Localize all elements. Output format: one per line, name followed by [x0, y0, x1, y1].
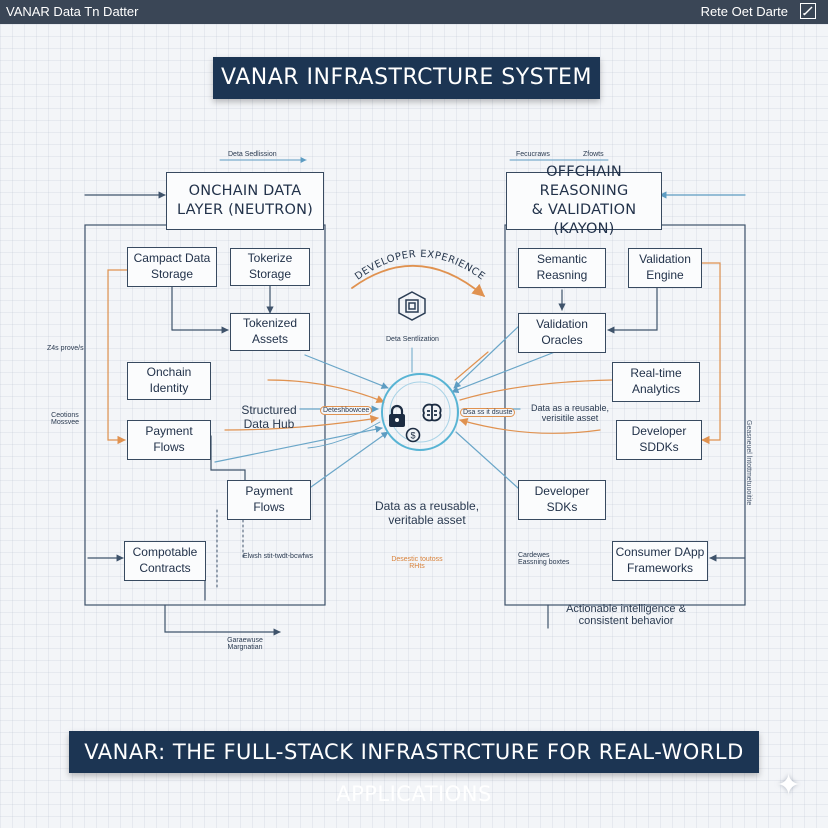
features-label: Fecucraws	[516, 151, 550, 158]
data-submission-label: Deta Sedlission	[228, 151, 277, 158]
actionable-intelligence-label: Actionable intelligence & consistent beh…	[566, 603, 686, 627]
elwsh-label: Elwsh stit-twdt-bcwfws	[243, 553, 314, 560]
validation-engine-box: Validation Engine	[628, 248, 702, 288]
composable-contracts-box: Compotable Contracts	[124, 541, 206, 581]
developer-experience-label: DEVELOPER EXPERIENCE	[353, 249, 487, 283]
window-right-text: Rete Oet Darte	[700, 4, 788, 19]
sparkle-icon: ✦	[776, 769, 802, 802]
window-title: VANAR Data Tn Datter	[6, 4, 139, 19]
developer-sddks-box: Developer SDDKs	[616, 420, 702, 460]
validation-oracles-box: Validation Oracles	[518, 313, 606, 353]
edit-icon[interactable]	[800, 3, 816, 19]
offchain-reasoning-header: OFFCHAIN REASONING & VALIDATION (KAYON)	[506, 164, 662, 237]
right-data-asset-label: Data as a reusable, verisitile asset	[530, 403, 610, 423]
payment-flows-box-2: Payment Flows	[227, 480, 311, 520]
right-vertical-label: Geasneuel lntottmetuuoitite	[745, 420, 752, 506]
data-sentilization-label: Deta Sentlization	[386, 336, 439, 343]
onchain-data-layer-header: ONCHAIN DATA LAYER (NEUTRON)	[166, 172, 324, 230]
main-title-banner: VANAR INFRASTRCTURE SYSTEM	[213, 57, 600, 99]
hub-left-label: Deteshbowcee	[320, 406, 373, 415]
center-asset-label: Data as a reusable, veritable asset	[374, 499, 480, 527]
brain-icon	[420, 402, 444, 424]
consumer-dapp-frameworks-box: Consumer DApp Frameworks	[612, 541, 708, 581]
cube-chip-icon	[396, 290, 428, 322]
garaewuse-label: Garaewuse Margnatian	[227, 637, 263, 651]
coin-icon: $	[405, 427, 421, 443]
ceotions-side-label: Ceotions Mossvee	[50, 412, 79, 426]
semantic-reasoning-box: Semantic Reasning	[518, 248, 606, 288]
svg-text:DEVELOPER EXPERIENCE: DEVELOPER EXPERIENCE	[353, 249, 487, 283]
structured-data-hub-label: Structured Data Hub	[241, 403, 297, 431]
tokenize-storage-box: Tokerize Storage	[230, 248, 310, 286]
onchain-identity-box: Onchain Identity	[127, 362, 211, 400]
svg-text:$: $	[410, 431, 415, 441]
tokenized-assets-box: Tokenized Assets	[230, 313, 310, 351]
proves-side-label: Z4s prove/s	[47, 345, 84, 352]
zfowts-label: Zfowts	[583, 151, 604, 158]
compact-data-storage-box: Campact Data Storage	[127, 247, 217, 287]
realtime-analytics-box: Real-time Analytics	[612, 362, 700, 402]
developer-sdks-box: Developer SDKs	[518, 480, 606, 520]
hub-right-label: Dsa ss it dsuste	[460, 408, 516, 417]
cardewes-label: Cardewes Eassning boxtes	[518, 552, 570, 566]
footer-title-banner: VANAR: THE FULL-STACK INFRASTRCTURE FOR …	[69, 731, 759, 806]
orange-annotation-label: Desestic toutoss RHts	[391, 556, 443, 570]
window-title-bar: VANAR Data Tn Datter Rete Oet Darte	[0, 0, 828, 24]
payment-flows-box-1: Payment Flows	[127, 420, 211, 460]
lock-icon	[386, 404, 408, 428]
